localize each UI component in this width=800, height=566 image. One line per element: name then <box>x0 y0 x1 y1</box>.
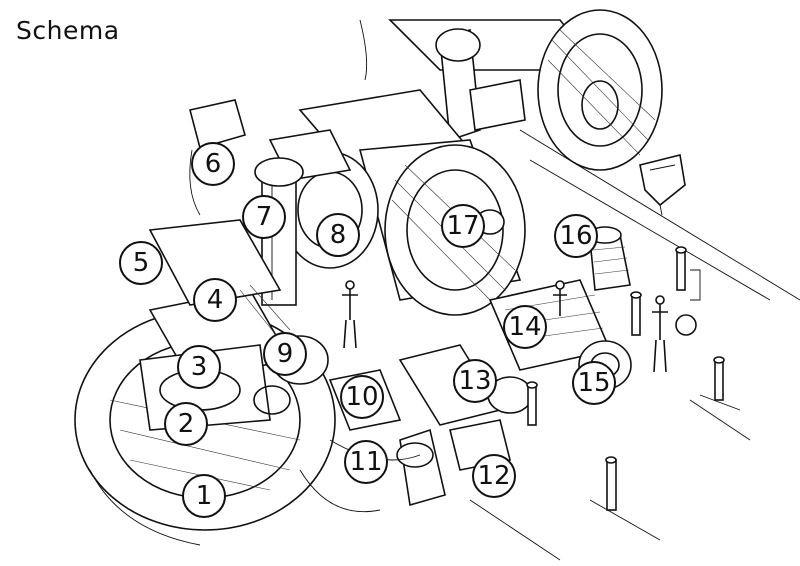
human-figures <box>342 280 697 373</box>
callout-6: 6 <box>191 142 235 186</box>
callout-12: 12 <box>472 454 516 498</box>
callout-1: 1 <box>182 474 226 518</box>
callout-14: 14 <box>503 305 547 349</box>
diagram-title: Schema <box>16 16 120 45</box>
callout-3: 3 <box>177 345 221 389</box>
rear-drum-assembly <box>388 9 663 171</box>
sensor-housing <box>639 154 686 216</box>
callout-15: 15 <box>572 361 616 405</box>
callout-2: 2 <box>164 402 208 446</box>
suspended-box <box>189 99 246 216</box>
upper-block <box>148 219 291 341</box>
callout-13: 13 <box>453 359 497 403</box>
callout-16: 16 <box>554 214 598 258</box>
callout-11: 11 <box>344 440 388 484</box>
callout-7: 7 <box>242 195 286 239</box>
bollards <box>526 246 725 511</box>
callout-8: 8 <box>316 213 360 257</box>
callout-4: 4 <box>193 278 237 322</box>
callout-17: 17 <box>441 204 485 248</box>
callout-9: 9 <box>263 332 307 376</box>
callout-10: 10 <box>340 375 384 419</box>
callout-5: 5 <box>119 241 163 285</box>
